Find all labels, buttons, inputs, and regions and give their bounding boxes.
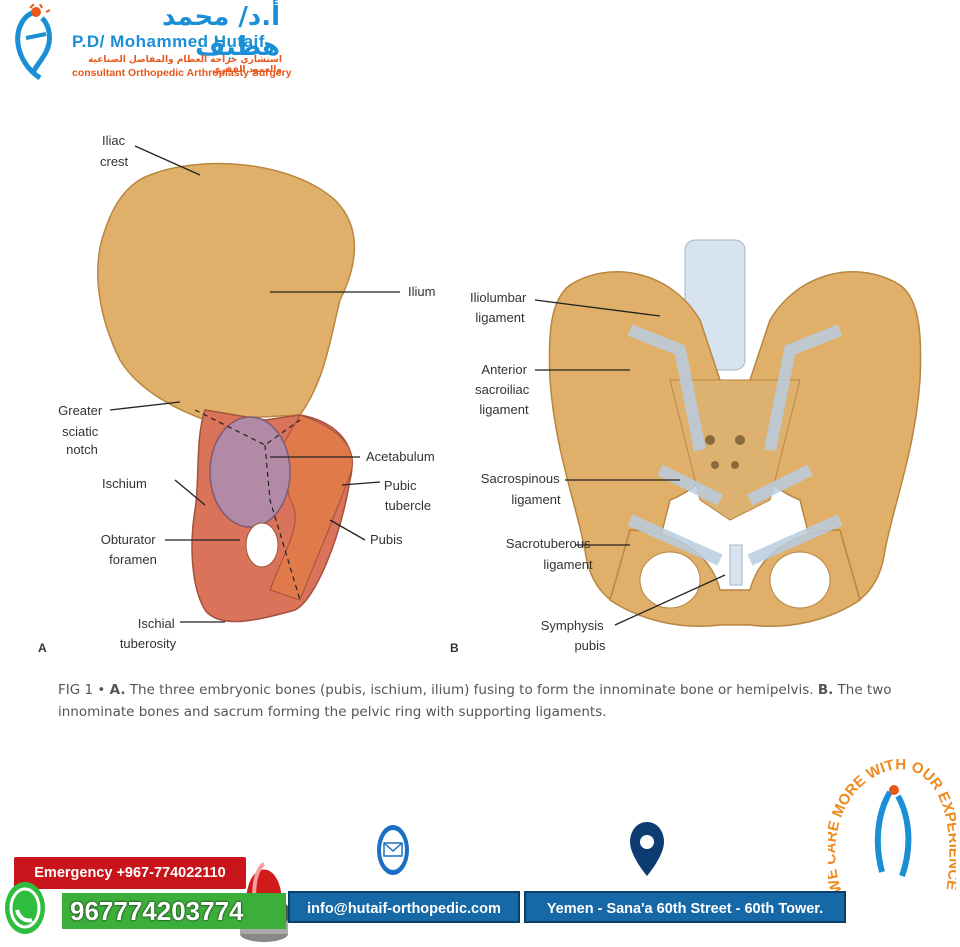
caption-fig: FIG 1 • [58, 682, 106, 698]
label-iliolumbar-ligament: Iliolumbar ligament [470, 290, 530, 325]
label-asl-2: sacroiliac [475, 382, 530, 397]
label-of-2: foramen [109, 552, 157, 567]
pelvis-figure: Iliac crest Ilium Greater sciatic notch … [38, 133, 922, 655]
brand-english-subtitle: consultant Orthopedic Arthroplasty Surge… [72, 67, 292, 79]
label-sacrotuberous-ligament: Sacrotuberous ligament [506, 536, 594, 572]
label-gsn-3: notch [66, 442, 98, 457]
label-pt-2: tubercle [385, 498, 431, 513]
phone-number[interactable]: 967774203774 [62, 893, 286, 929]
mail-icon [377, 825, 409, 875]
label-gsn-1: Greater [58, 403, 103, 418]
label-sacrospinous-ligament: Sacrospinous ligament [481, 471, 563, 507]
caption-b-text: The two innominate bones and sacrum form… [58, 682, 892, 720]
label-asl-1: Anterior [481, 362, 527, 377]
label-ilium: Ilium [408, 284, 435, 299]
label-obturator-foramen: Obturator foramen [101, 532, 160, 567]
panel-a-letter: A [38, 641, 47, 655]
label-stl-1: Sacrotuberous [506, 536, 591, 551]
figure-caption: FIG 1 • A. The three embryonic bones (pu… [58, 679, 908, 723]
label-ssl-1: Sacrospinous [481, 471, 560, 486]
label-pubic-tubercle: Pubic tubercle [384, 478, 431, 513]
label-symphysis-pubis: Symphysis pubis [541, 618, 607, 653]
label-anterior-sacroiliac-ligament: Anterior sacroiliac ligament [475, 362, 533, 417]
brand-english-name: P.D/ Mohammed Hutaif [72, 32, 265, 51]
label-ssl-2: ligament [511, 492, 561, 507]
svg-text:WE CARE MORE WITH OUR EXPERIEN: WE CARE MORE WITH OUR EXPERIENCE [828, 756, 956, 895]
label-of-1: Obturator [101, 532, 157, 547]
hemipelvis-illustration [97, 145, 400, 623]
brand-logo-icon [15, 4, 52, 81]
label-il-1: Iliolumbar [470, 290, 527, 305]
label-pt-1: Pubic [384, 478, 417, 493]
label-it-1: Ischial [138, 616, 175, 631]
label-gsn-2: sciatic [62, 424, 99, 439]
label-greater-sciatic-notch: Greater sciatic notch [58, 403, 106, 457]
label-il-2: ligament [475, 310, 525, 325]
label-iliac-crest: Iliac crest [100, 133, 129, 169]
label-iliac-crest-2: crest [100, 154, 129, 169]
label-it-2: tuberosity [120, 636, 177, 651]
caption-a-text: The three embryonic bones (pubis, ischiu… [125, 682, 818, 698]
brand-arabic-name: أ.د/ محمد هطيف [162, 2, 280, 62]
label-ischial-tuberosity: Ischial tuberosity [120, 616, 178, 651]
label-pubis: Pubis [370, 532, 403, 547]
caption-a-tag: A. [109, 682, 126, 698]
label-asl-3: ligament [479, 402, 529, 417]
pelvic-ring-illustration [534, 239, 922, 628]
address-link[interactable]: Yemen - Sana'a 60th Street - 60th Tower. [524, 891, 846, 923]
brand-arabic-subtitle: استشاري جراحة العظام والمفاصل الصناعية و… [88, 55, 282, 75]
email-link[interactable]: info@hutaif-orthopedic.com [288, 891, 520, 923]
label-stl-2: ligament [543, 557, 593, 572]
badge-text: WE CARE MORE WITH OUR EXPERIENCE [828, 756, 956, 895]
panel-b-letter: B [450, 641, 459, 655]
experience-badge: WE CARE MORE WITH OUR EXPERIENCE [828, 756, 956, 895]
location-pin-icon [630, 822, 664, 876]
label-acetabulum: Acetabulum [366, 449, 435, 464]
emergency-banner[interactable]: Emergency +967-774022110 [14, 857, 246, 889]
label-iliac-crest-1: Iliac [102, 133, 126, 148]
whatsapp-icon[interactable] [4, 880, 46, 936]
label-ischium: Ischium [102, 476, 147, 491]
label-sp-2: pubis [574, 638, 606, 653]
caption-b-tag: B. [817, 682, 834, 698]
label-sp-1: Symphysis [541, 618, 604, 633]
siren-icon [240, 862, 288, 942]
